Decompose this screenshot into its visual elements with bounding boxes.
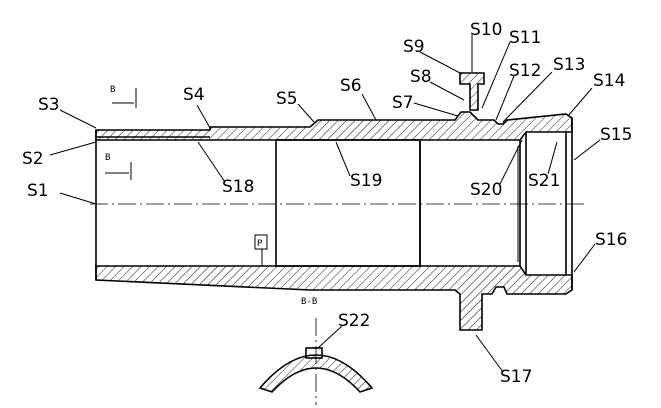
upper-flange <box>459 72 485 111</box>
label-s4: S4 <box>183 85 205 105</box>
label-s6: S6 <box>340 76 362 96</box>
label-s15: S15 <box>600 125 632 145</box>
upper-wall <box>95 111 573 141</box>
label-s2: S2 <box>22 149 44 169</box>
leader-lines <box>49 35 601 373</box>
section-view-title: B-B <box>301 297 317 307</box>
lower-wall <box>95 265 573 331</box>
part-labels: S1 S2 S3 S4 S5 S6 S7 S8 S9 S10 S11 S12 S… <box>22 20 632 387</box>
section-keyway <box>305 347 323 359</box>
label-s22: S22 <box>338 311 370 331</box>
section-letter-bottom: B <box>105 153 110 163</box>
datum-letter: P <box>257 239 263 249</box>
label-s5: S5 <box>276 89 298 109</box>
label-s1: S1 <box>27 181 49 201</box>
label-s11: S11 <box>509 28 541 48</box>
bore-right <box>519 118 573 290</box>
label-s7: S7 <box>392 93 414 113</box>
section-arrow-bottom <box>105 162 132 180</box>
label-s13: S13 <box>553 55 585 75</box>
datum-box <box>254 234 268 250</box>
label-s19: S19 <box>350 171 382 191</box>
section-arrow-top <box>112 88 137 108</box>
label-s14: S14 <box>593 71 625 91</box>
section-ring <box>258 354 374 393</box>
label-s16: S16 <box>595 230 627 250</box>
label-s8: S8 <box>410 67 432 87</box>
label-s21: S21 <box>528 171 560 191</box>
bore-middle <box>275 139 421 267</box>
label-s20: S20 <box>470 180 502 200</box>
section-letter-top: B <box>110 85 115 95</box>
label-s17: S17 <box>500 367 532 387</box>
label-s3: S3 <box>38 95 60 115</box>
label-s18: S18 <box>222 177 254 197</box>
label-s9: S9 <box>403 37 425 57</box>
label-s12: S12 <box>509 61 541 81</box>
label-s10: S10 <box>470 20 502 40</box>
